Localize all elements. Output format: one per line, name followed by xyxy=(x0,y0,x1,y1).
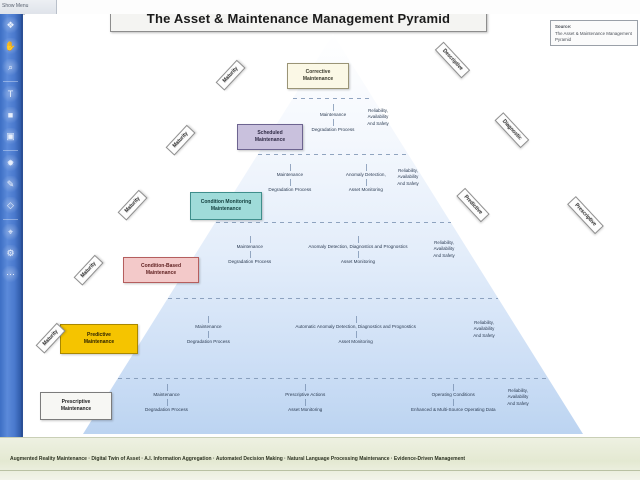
tier-5-cell-6: Enhanced & Multi-Source Operating Data xyxy=(410,407,496,412)
tier-5-cell-4: Asset Monitoring xyxy=(288,407,323,412)
tier-2-cell-5: Asset Monitoring xyxy=(348,187,383,192)
tier-4-cell-4: Asset Monitoring xyxy=(338,339,373,344)
more-tools-icon[interactable]: ⋯ xyxy=(2,266,19,283)
tier-2-outcome: Reliability, Availability And Safety xyxy=(397,168,419,186)
tier-connector-tick xyxy=(357,236,359,243)
tier-5-cell-3: Prescriptive Actions xyxy=(285,392,326,397)
tier-connector-tick xyxy=(166,399,168,406)
slide-canvas: The Asset & Maintenance Management Pyram… xyxy=(25,14,640,438)
tier-connector-tick xyxy=(333,104,334,111)
tier-3-cell-1: Maintenance xyxy=(236,244,263,249)
stamp-tool-icon[interactable]: ✹ xyxy=(2,155,19,172)
level-chip-line2: Maintenance xyxy=(254,137,286,143)
tier-connector-tick xyxy=(333,119,334,126)
pyramid-shape xyxy=(83,34,583,434)
level-chip-line1: Scheduled xyxy=(257,129,283,136)
tier-5-cell-5: Operating Conditions xyxy=(431,392,475,397)
menu-strip[interactable]: Show Menu xyxy=(0,0,57,15)
tier-2-cell-3: Anomaly Detection, xyxy=(345,172,386,177)
settings-tool-icon[interactable]: ⚙ xyxy=(2,245,19,262)
source-note: Source: The Asset & Maintenance Manageme… xyxy=(550,20,638,46)
tier-5-cell-2: Degradation Process xyxy=(145,407,188,412)
tier-connector-tick xyxy=(453,399,455,406)
tier-connector-tick xyxy=(166,384,168,391)
source-label: Source: xyxy=(555,24,572,29)
tier-connector-tick xyxy=(208,331,210,338)
tier-3-outcome: Reliability, Availability And Safety xyxy=(433,240,455,258)
tier-connector-tick xyxy=(305,399,307,406)
tier-connector-tick xyxy=(453,384,455,391)
note-tool-icon[interactable]: ▣ xyxy=(2,128,19,145)
source-value: The Asset & Maintenance Management Pyram… xyxy=(555,30,632,43)
tier-5-cell-1: Maintenance xyxy=(153,392,180,397)
level-chip-line1: Condition Monitoring xyxy=(200,198,252,205)
measure-tool-icon[interactable]: ⌖ xyxy=(2,224,19,241)
tier-connector-tick xyxy=(208,316,210,323)
sidebar-divider xyxy=(3,81,18,82)
tier-1-cell-2: Degradation Process xyxy=(311,127,355,132)
tier-4-cell-2: Degradation Process xyxy=(186,339,230,344)
level-chip-line1: Prescriptive xyxy=(61,398,91,405)
tier-connector-tick xyxy=(289,179,291,186)
tier-4-outcome: Reliability, Availability And Safety xyxy=(473,320,495,338)
tier-connector-tick xyxy=(365,179,367,186)
tier-connector-tick xyxy=(365,164,367,171)
tier-connector-tick xyxy=(305,384,307,391)
hand-tool-icon[interactable]: ✋ xyxy=(2,38,19,55)
sidebar-divider xyxy=(3,219,18,220)
select-tool-icon[interactable]: ❖ xyxy=(2,17,19,34)
tier-divider-1 xyxy=(293,98,373,99)
caption-text: Augmented Reality Maintenance · Digital … xyxy=(10,456,466,462)
tier-4-cell-1: Maintenance xyxy=(195,324,222,329)
highlight-tool-icon[interactable]: ■ xyxy=(2,107,19,124)
level-chip-line2: Maintenance xyxy=(302,76,334,82)
tier-2-cell-2: Degradation Process xyxy=(268,187,312,192)
tier-divider-5 xyxy=(118,378,548,379)
tier-3-cell-3: Anomaly Detection, Diagnostics and Progn… xyxy=(308,244,408,249)
level-chip-line1: Corrective xyxy=(305,68,331,75)
tier-connector-tick xyxy=(357,251,359,258)
tier-5-outcome: Reliability, Availability And Safety xyxy=(507,388,529,406)
level-chip-line1: Predictive xyxy=(87,331,111,338)
level-chip-line2: Maintenance xyxy=(60,406,92,412)
tier-divider-3 xyxy=(215,222,451,223)
level-chip-line2: Maintenance xyxy=(83,339,115,345)
level-chip-line2: Maintenance xyxy=(210,206,242,212)
tier-connector-tick xyxy=(355,331,357,338)
tier-connector-tick xyxy=(355,316,357,323)
tier-connector-tick xyxy=(289,164,291,171)
zoom-tool-icon[interactable]: ⌕ xyxy=(2,59,19,76)
tool-sidebar[interactable]: ❖ ✋ ⌕ T ■ ▣ ✹ ✎ ◇ ⌖ ⚙ ⋯ xyxy=(0,14,23,438)
level-chip-line1: Condition-Based xyxy=(141,262,181,269)
tier-divider-4 xyxy=(168,298,498,299)
page-title: The Asset & Maintenance Management Pyram… xyxy=(146,14,451,26)
tier-connector-tick xyxy=(249,251,251,258)
tier-4-cell-3: Automatic Anomaly Detection, Diagnostics… xyxy=(295,324,416,329)
draw-tool-icon[interactable]: ✎ xyxy=(2,176,19,193)
shape-tool-icon[interactable]: ◇ xyxy=(2,197,19,214)
text-tool-icon[interactable]: T xyxy=(2,86,19,103)
tier-3-cell-2: Degradation Process xyxy=(228,259,272,264)
tier-1-cell-1: Maintenance xyxy=(319,112,347,117)
tier-1-outcome: Reliability, Availability And Safety xyxy=(367,108,389,126)
caption-underline xyxy=(0,470,640,471)
sidebar-divider xyxy=(3,150,18,151)
tier-2-cell-1: Maintenance xyxy=(276,172,304,177)
tier-divider-2 xyxy=(258,154,408,155)
caption-bar: Augmented Reality Maintenance · Digital … xyxy=(0,437,640,480)
slide-title-plate: The Asset & Maintenance Management Pyram… xyxy=(110,14,487,32)
level-chip-line2: Maintenance xyxy=(145,270,177,276)
tier-connector-tick xyxy=(249,236,251,243)
tier-3-cell-4: Asset Monitoring xyxy=(340,259,376,264)
